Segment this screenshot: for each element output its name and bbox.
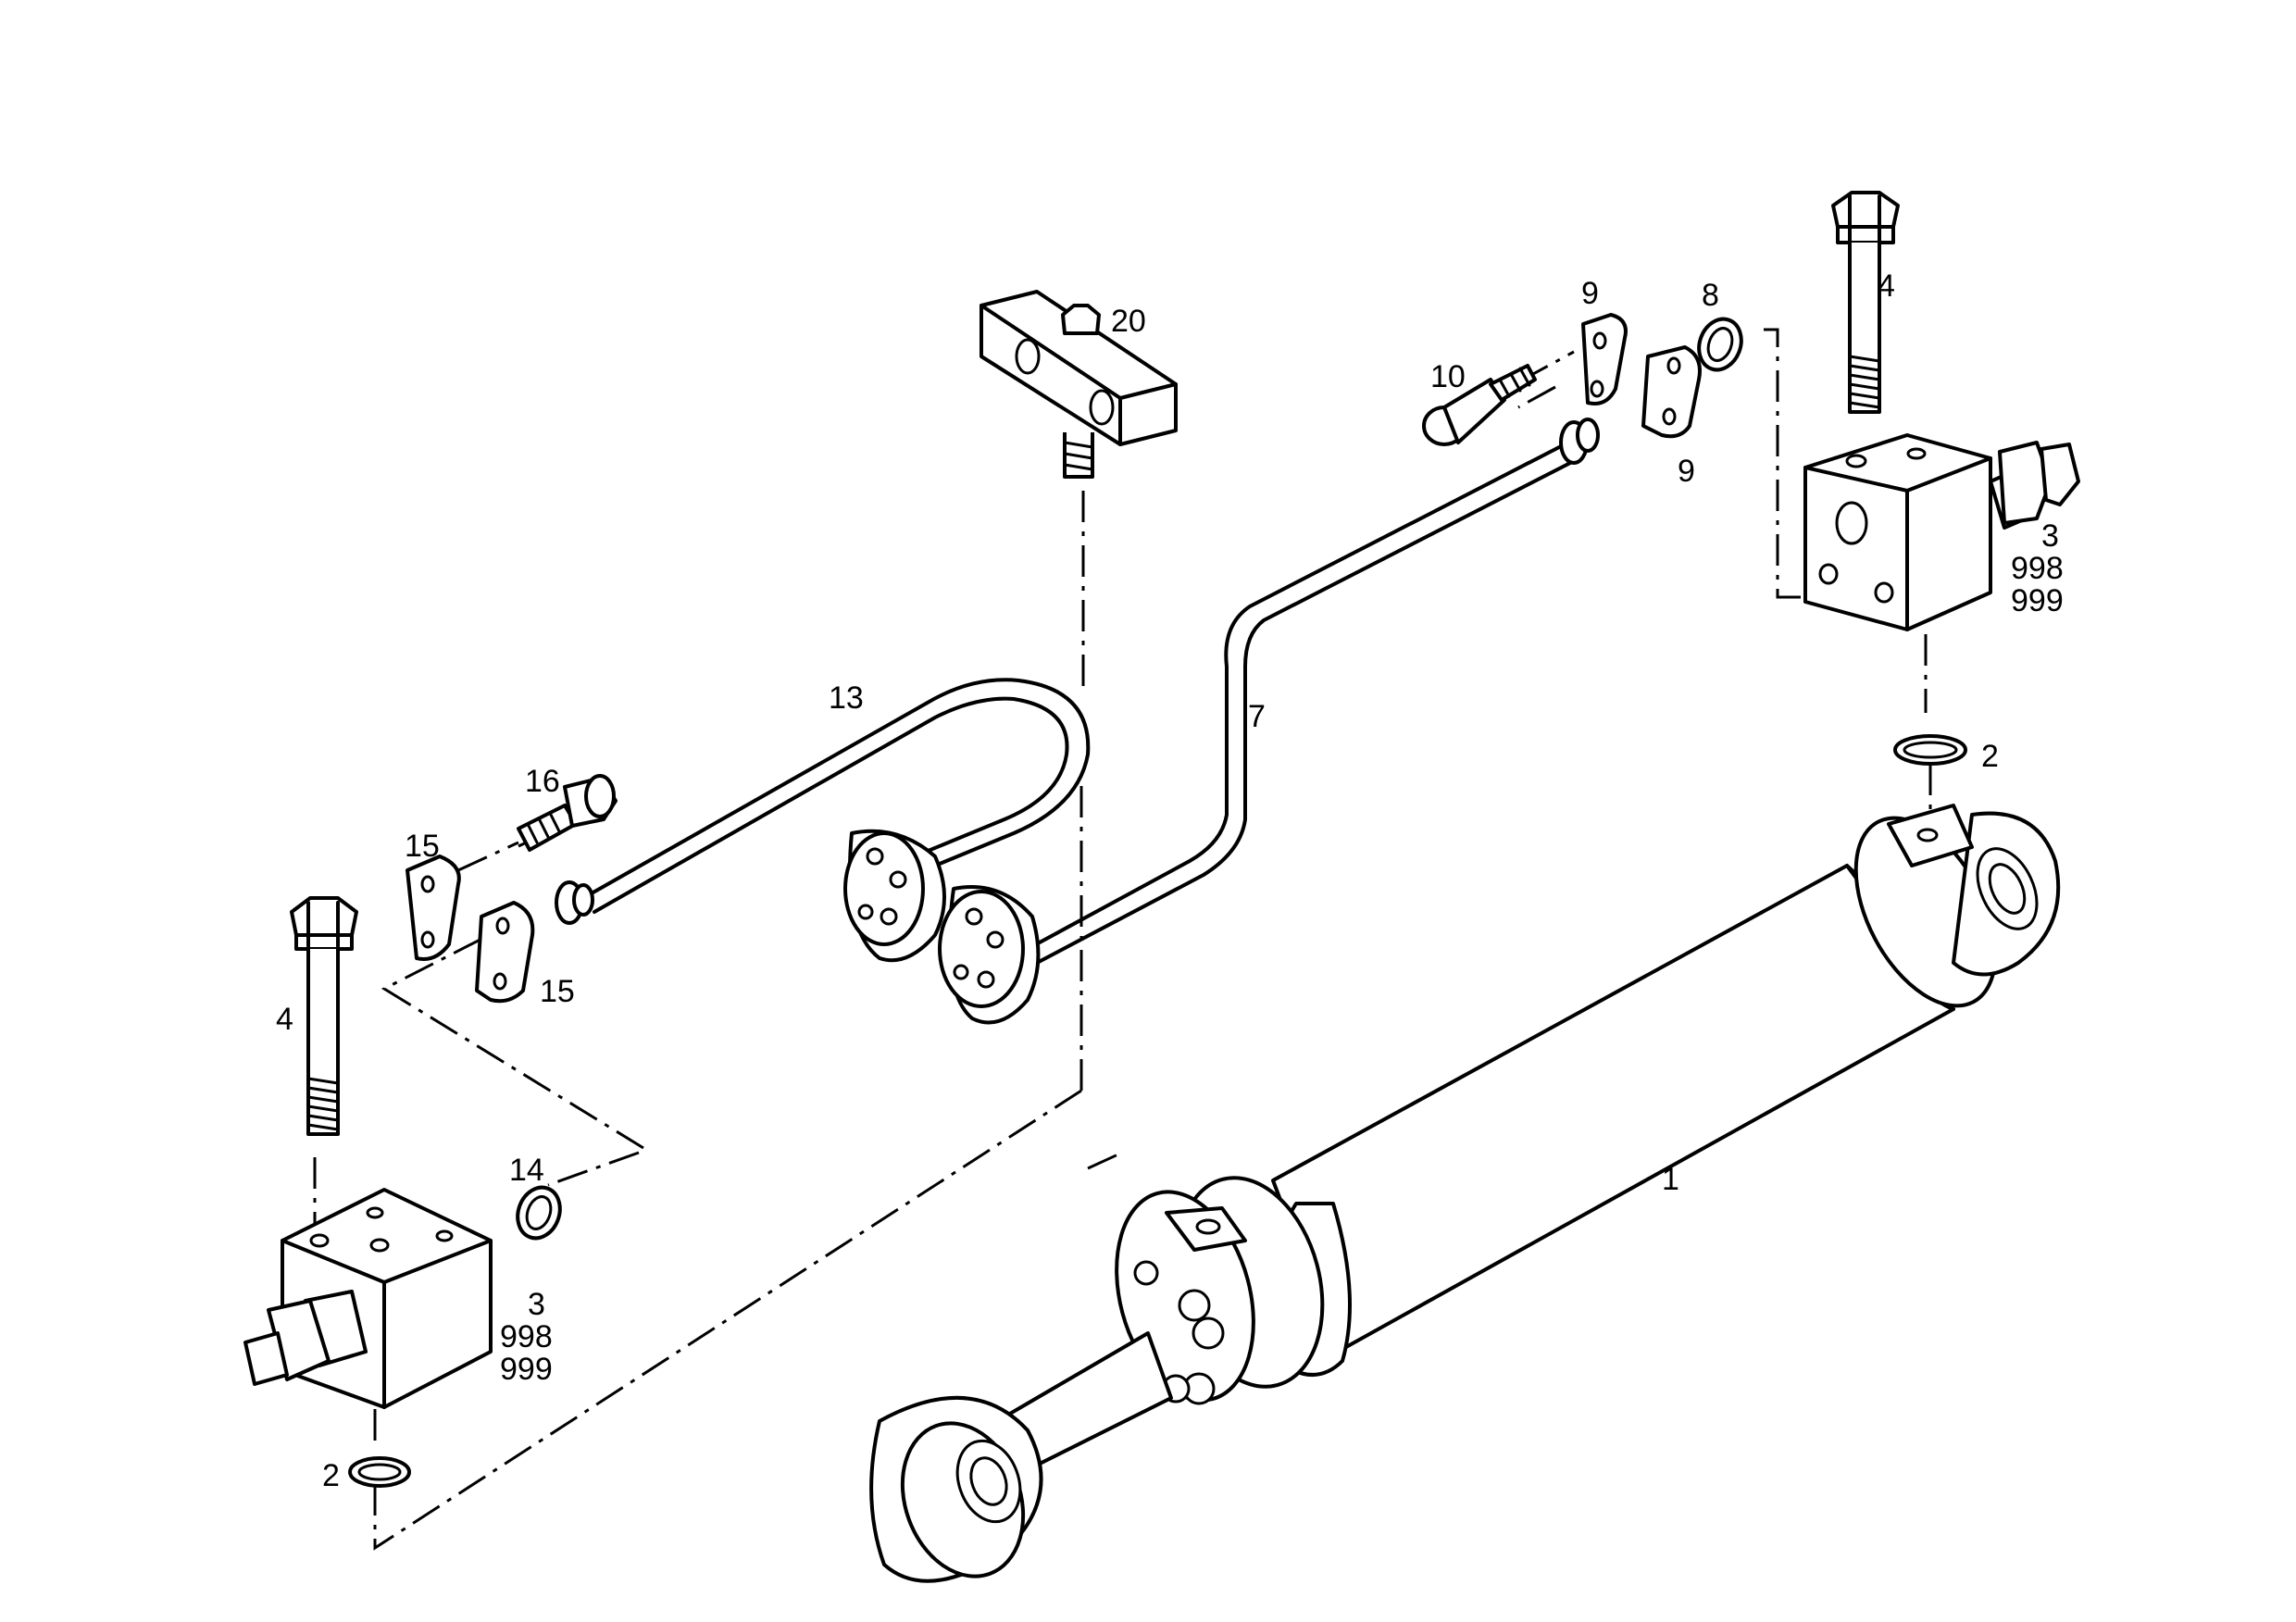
flange-icon — [938, 885, 1041, 1025]
pipe-clamp-icon — [406, 855, 535, 1004]
label-part-13: 13 — [829, 680, 864, 716]
label-part-2-right: 2 — [1981, 739, 1999, 774]
hydraulic-cylinder-icon — [869, 804, 2061, 1583]
valve-block-icon — [1803, 433, 2080, 631]
label-part-3-left: 3 — [528, 1287, 545, 1322]
label-part-3-left-998: 998 — [500, 1319, 553, 1354]
hex-bolt-icon — [290, 896, 358, 1136]
o-ring-icon — [516, 1185, 562, 1241]
hex-bolt-icon — [1422, 364, 1537, 446]
label-part-15-top: 15 — [405, 829, 440, 864]
part-labels: 1 2 2 3 998 999 3 998 999 4 4 7 8 9 9 10… — [276, 268, 2064, 1493]
label-part-3-left-999: 999 — [500, 1352, 553, 1387]
o-ring-icon — [348, 1456, 411, 1488]
label-part-16: 16 — [525, 764, 560, 799]
label-part-4-left: 4 — [276, 1002, 293, 1037]
label-part-2-left: 2 — [322, 1458, 340, 1493]
label-part-8: 8 — [1702, 278, 1719, 313]
label-part-3-right: 3 — [2041, 518, 2059, 554]
o-ring-icon — [1697, 317, 1743, 372]
label-part-1: 1 — [1662, 1162, 1679, 1197]
pipe-clamp-icon — [1581, 313, 1702, 439]
label-part-7: 7 — [1248, 699, 1266, 734]
o-ring-icon — [1893, 734, 1967, 766]
label-part-9-top: 9 — [1581, 276, 1599, 311]
hydraulic-pipe-icon — [555, 678, 1091, 925]
label-part-20: 20 — [1111, 304, 1146, 339]
label-part-4-right: 4 — [1878, 268, 1895, 304]
label-part-3-right-999: 999 — [2011, 583, 2064, 618]
label-part-15-bottom: 15 — [540, 974, 575, 1009]
pipe-clamp-icon — [980, 290, 1178, 479]
hydraulic-pipe-icon — [1026, 418, 1600, 965]
flange-icon — [843, 829, 946, 963]
hex-bolt-icon — [1831, 191, 1900, 414]
label-part-14: 14 — [509, 1153, 544, 1188]
label-part-3-right-998: 998 — [2011, 551, 2064, 586]
assembly-lines — [313, 298, 1932, 1551]
label-part-9-bottom: 9 — [1678, 454, 1695, 489]
hex-bolt-icon — [517, 774, 618, 852]
valve-block-icon — [243, 1188, 493, 1409]
label-part-10: 10 — [1430, 359, 1466, 394]
